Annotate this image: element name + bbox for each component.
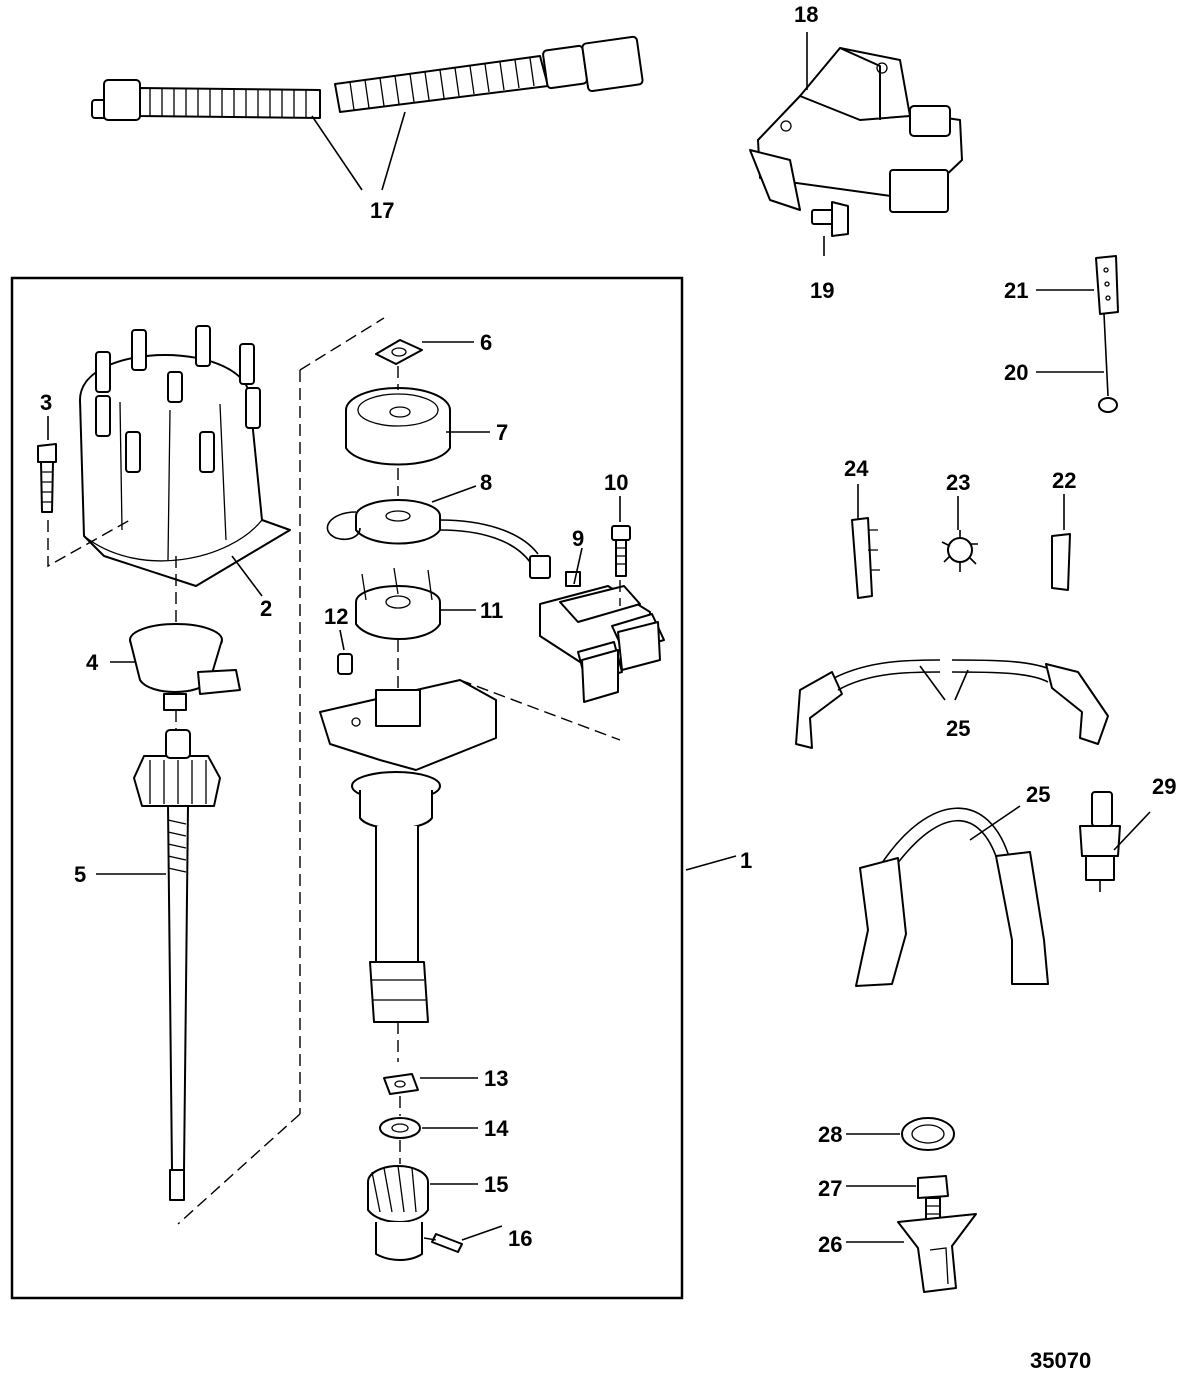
part-distributor-cap	[79, 325, 291, 587]
part-wiring-harness	[91, 35, 644, 121]
callout-4: 4	[86, 650, 99, 675]
part-pin-12	[337, 653, 353, 675]
part-screw-3	[37, 443, 57, 513]
part-ignition-module-9	[539, 571, 665, 703]
part-clip-13	[383, 1073, 419, 1095]
callout-29: 29	[1152, 774, 1176, 799]
part-bracket-26	[897, 1213, 977, 1293]
callout-6: 6	[480, 330, 492, 355]
callout-1: 1	[740, 848, 752, 873]
part-screw-10	[611, 525, 631, 577]
part-ignition-coil	[749, 47, 963, 213]
callout-19: 19	[810, 278, 834, 303]
part-distributor-housing	[319, 679, 497, 1023]
callout-26: 26	[818, 1232, 842, 1257]
distributor-assembly-frame	[10, 276, 684, 1300]
part-rotor	[129, 623, 241, 711]
callout-23: 23	[946, 470, 970, 495]
callout-11: 11	[480, 598, 503, 623]
callout-8: 8	[480, 470, 492, 495]
callout-14: 14	[484, 1116, 509, 1141]
callout-18: 18	[794, 2, 818, 27]
part-terminal-21	[1095, 255, 1119, 315]
callout-16: 16	[508, 1226, 532, 1251]
callout-10: 10	[604, 470, 628, 495]
callout-24: 24	[844, 456, 869, 481]
part-pickup-coil-8	[326, 499, 551, 579]
part-screw-19	[811, 201, 849, 237]
part-retainer-23	[941, 530, 978, 572]
callout-9: 9	[572, 526, 584, 551]
part-gasket-6	[375, 339, 423, 365]
part-spark-plug-wire-lower	[855, 807, 1049, 987]
callout-5: 5	[74, 862, 86, 887]
callout-12: 12	[324, 604, 348, 629]
callout-25-upper: 25	[946, 716, 970, 741]
part-spark-plug	[1079, 791, 1121, 892]
part-washer-28	[901, 1117, 955, 1151]
callout-22: 22	[1052, 468, 1076, 493]
part-gear-15	[367, 1165, 429, 1261]
figure-number: 35070	[1030, 1348, 1091, 1373]
callout-27: 27	[818, 1176, 842, 1201]
callout-7: 7	[496, 420, 508, 445]
part-clip-22	[1051, 533, 1071, 591]
part-roll-pin-16	[431, 1233, 463, 1253]
callout-15: 15	[484, 1172, 508, 1197]
part-clip-24	[851, 517, 880, 599]
part-shield-7	[345, 387, 451, 466]
part-washer-14	[379, 1117, 421, 1139]
callout-17: 17	[370, 198, 394, 223]
callout-3: 3	[40, 390, 52, 415]
callout-2: 2	[260, 596, 272, 621]
part-wire-20	[1098, 313, 1118, 413]
callout-21: 21	[1004, 278, 1028, 303]
callout-25-lower: 25	[1026, 782, 1050, 807]
part-spark-plug-wire-upper	[795, 659, 1109, 749]
callout-13: 13	[484, 1066, 508, 1091]
part-pole-piece-11	[355, 567, 441, 640]
callout-28: 28	[818, 1122, 842, 1147]
callout-20: 20	[1004, 360, 1028, 385]
part-shaft	[133, 729, 221, 1201]
